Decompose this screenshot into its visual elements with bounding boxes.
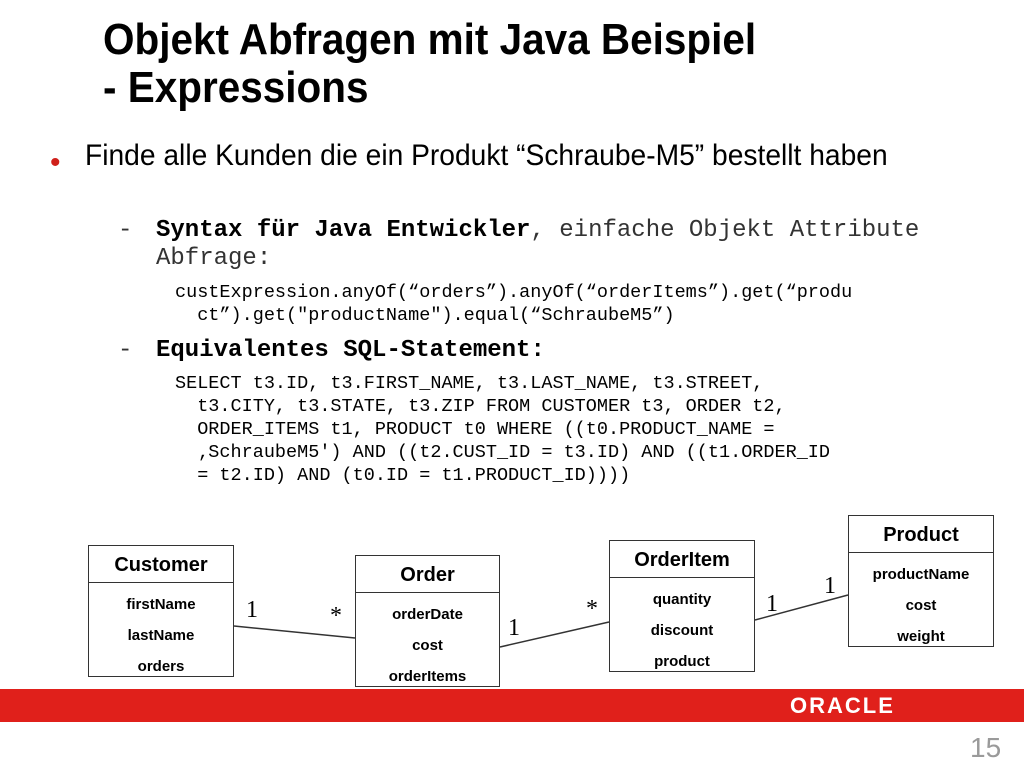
product-attr: productName <box>872 566 970 583</box>
orderitem-attr: product <box>654 653 710 670</box>
oracle-logo: ORACLE <box>790 693 895 718</box>
title-line-2: - Expressions <box>103 63 369 112</box>
sql-code-line-4: ‚SchraubeM5') AND ((t2.CUST_ID = t3.ID) … <box>175 442 831 463</box>
orderitem-class-name: OrderItem <box>610 541 754 578</box>
page-number: 15 <box>970 732 1002 763</box>
customer-attr: lastName <box>127 627 195 644</box>
multiplicity-label: 1 <box>766 591 778 617</box>
customer-class-name: Customer <box>89 546 233 583</box>
slide-title: Objekt Abfragen mit Java Beispiel - Expr… <box>103 16 931 112</box>
sub-text-1-bold: Syntax für Java Entwickler <box>156 217 531 244</box>
sub-text-2-bold: Equivalentes SQL-Statement: <box>156 337 545 364</box>
order-attr: cost <box>412 637 443 654</box>
orderitem-product-line <box>754 594 849 621</box>
order-attr: orderDate <box>392 606 463 623</box>
order-class-box: Order orderDate cost orderItems <box>355 555 500 687</box>
java-code-line-2: ct”).get("productName").equal(“SchraubeM… <box>175 305 675 326</box>
sub-text-1-rest: , einfache Objekt Attribute Abfrage: <box>156 217 920 272</box>
customer-class-box: Customer firstName lastName orders <box>88 545 234 677</box>
title-line-1: Objekt Abfragen mit Java Beispiel <box>103 15 757 64</box>
product-attr: cost <box>905 597 937 614</box>
orderitem-attr: quantity <box>652 591 712 608</box>
multiplicity-label: * <box>330 603 342 629</box>
footer-red-bar <box>0 689 1024 722</box>
order-class-name: Order <box>356 556 499 593</box>
customer-attr: firstName <box>126 596 196 613</box>
product-attr: weight <box>897 628 945 645</box>
product-class-name: Product <box>849 516 993 553</box>
sub-text-1: Syntax für Java Entwickler, einfache Obj… <box>156 217 956 273</box>
customer-order-line <box>233 625 356 639</box>
multiplicity-label: 1 <box>508 615 520 641</box>
sub-dash-2: - <box>118 337 133 364</box>
product-class-box: Product productName cost weight <box>848 515 994 647</box>
sql-code: SELECT t3.ID, t3.FIRST_NAME, t3.LAST_NAM… <box>175 372 995 487</box>
sql-code-line-2: t3.CITY, t3.STATE, t3.ZIP FROM CUSTOMER … <box>175 396 786 417</box>
multiplicity-label: * <box>586 596 598 622</box>
order-orderitem-line <box>499 621 610 648</box>
sub-dash-1: - <box>118 217 133 244</box>
orderitem-attr: discount <box>650 622 714 639</box>
sql-code-line-3: ORDER_ITEMS t1, PRODUCT t0 WHERE ((t0.PR… <box>175 419 775 440</box>
bullet-text: Finde alle Kunden die ein Produkt “Schra… <box>85 139 888 172</box>
sql-code-line-5: = t2.ID) AND (t0.ID = t1.PRODUCT_ID)))) <box>175 465 631 486</box>
bullet-icon: • <box>50 146 61 179</box>
order-attr: orderItems <box>388 668 467 685</box>
multiplicity-label: 1 <box>246 597 258 623</box>
orderitem-class-box: OrderItem quantity discount product <box>609 540 755 672</box>
customer-attr: orders <box>137 658 185 675</box>
java-code: custExpression.anyOf(“orders”).anyOf(“or… <box>175 281 995 327</box>
multiplicity-label: 1 <box>824 573 836 599</box>
sql-code-line-1: SELECT t3.ID, t3.FIRST_NAME, t3.LAST_NAM… <box>175 373 764 394</box>
java-code-line-1: custExpression.anyOf(“orders”).anyOf(“or… <box>175 282 853 303</box>
sub-text-2: Equivalentes SQL-Statement: <box>156 337 956 365</box>
